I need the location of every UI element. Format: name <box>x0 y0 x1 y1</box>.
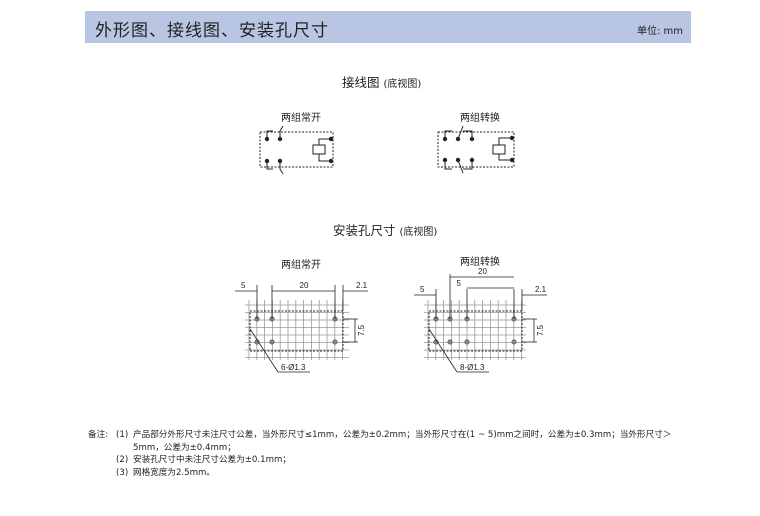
hole-spec-label: 8-Ø1.3 <box>460 363 485 372</box>
note-text: 网格宽度为2.5mm。 <box>133 467 215 478</box>
wiring-diagram-two-co <box>437 125 515 174</box>
mounting-left-label: 两组常开 <box>281 260 321 271</box>
wiring-right-label: 两组转换 <box>460 113 500 124</box>
dim-label-20: 20 <box>300 281 309 290</box>
dim-label-5: 5 <box>420 285 425 294</box>
mounting-subtitle: (底视图) <box>399 227 438 238</box>
mounting-right-label: 两组转换 <box>460 257 500 268</box>
dim-label-5: 5 <box>241 281 246 290</box>
notes-block: 备注: (1) 产品部分外形尺寸未注尺寸公差，当外形尺寸≤1mm，公差为±0.2mm… <box>88 429 698 479</box>
leader-line <box>428 328 458 373</box>
mounting-hole <box>447 339 453 345</box>
note-number: (2) <box>116 455 129 465</box>
dim-label-5b: 5 <box>457 279 462 288</box>
note-number: (1) <box>116 430 129 440</box>
mounting-grid-left: 5 20 2.1 7.5 6-Ø1.3 <box>235 281 368 373</box>
section-header-bar: 外形图、接线图、安装孔尺寸 单位: mm <box>85 11 691 43</box>
hole-spec-label: 6-Ø1.3 <box>281 363 306 372</box>
dim-label-2-1: 2.1 <box>535 285 547 294</box>
outline-dashed <box>428 310 523 352</box>
note-text: 安装孔尺寸中未注尺寸公差为±0.1mm； <box>133 455 291 465</box>
mounting-hole <box>511 339 517 345</box>
mounting-grid-right: 5 20 5 2.1 7.5 8-Ø1.3 <box>414 267 547 373</box>
mounting-title-text: 安装孔尺寸 <box>333 223 396 238</box>
section-title: 外形图、接线图、安装孔尺寸 <box>95 21 329 41</box>
dim-label-7-5: 7.5 <box>357 324 366 336</box>
wiring-left-label: 两组常开 <box>281 113 321 124</box>
mounting-diagram-title: 安装孔尺寸 (底视图) <box>333 220 437 239</box>
unit-label: 单位: mm <box>636 26 683 37</box>
leader-line <box>249 328 279 373</box>
mounting-hole <box>464 339 470 345</box>
wiring-diagram-two-no <box>259 125 334 175</box>
note-number: (3) <box>116 467 129 478</box>
wiring-diagram-title: 接线图 (底视图) <box>342 72 421 91</box>
mounting-hole <box>332 339 338 345</box>
dim-label-2-1: 2.1 <box>356 281 368 290</box>
wiring-title-text: 接线图 <box>342 75 380 90</box>
mounting-hole <box>269 339 275 345</box>
dim-label-7-5: 7.5 <box>536 324 545 336</box>
dim-label-20: 20 <box>478 267 487 276</box>
notes-prefix: 备注: <box>88 430 109 440</box>
wiring-subtitle: (底视图) <box>383 79 422 90</box>
outline-dashed <box>249 310 344 352</box>
note-text: 产品部分外形尺寸未注尺寸公差，当外形尺寸≤1mm，公差为±0.2mm；当外形尺寸… <box>133 430 672 453</box>
